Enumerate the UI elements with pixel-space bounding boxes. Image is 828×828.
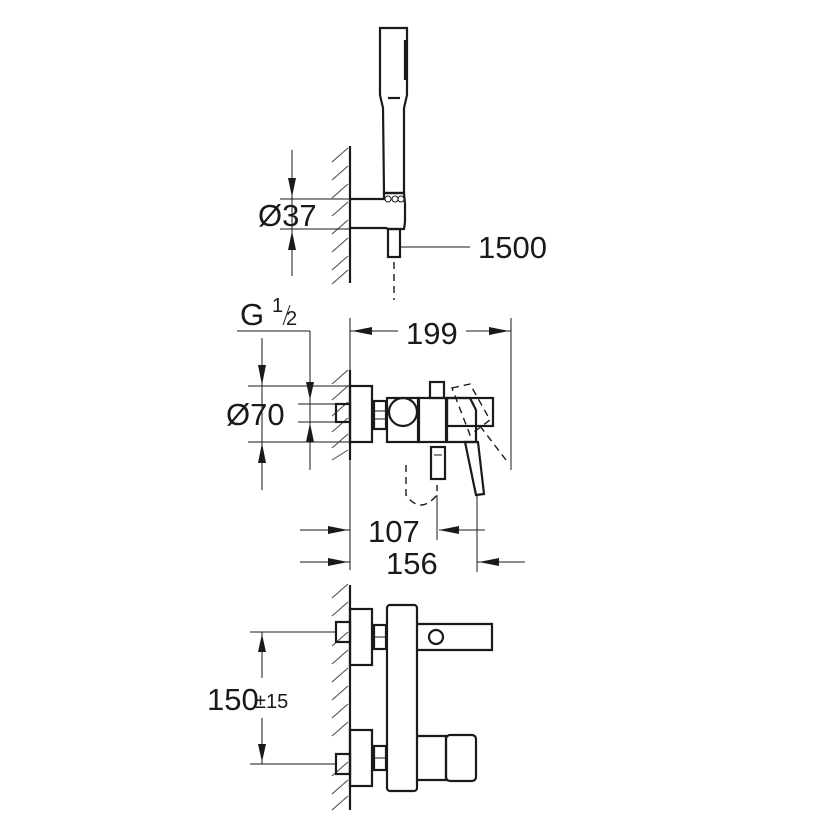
hand-shower-body (378, 26, 409, 195)
wall-hatch (331, 147, 349, 285)
center-distance-label: 150 (207, 682, 259, 717)
lever-projection-label: 156 (386, 546, 438, 581)
hose-length-label: 1500 (478, 230, 547, 265)
mixer-body-front (385, 603, 419, 793)
mixer-body (416, 396, 448, 444)
thread-label: G (240, 297, 264, 332)
svg-text:1: 1 (272, 295, 283, 317)
spout (429, 445, 447, 481)
spout-projection-label: 107 (368, 514, 420, 549)
holder-diameter-label: Ø37 (258, 198, 317, 233)
svg-text:±15: ±15 (255, 691, 288, 713)
rosette (348, 384, 374, 444)
mixer-side-view: G 1 2 Ø70 (226, 295, 525, 581)
knob (444, 733, 478, 783)
shower-hose (386, 227, 402, 259)
shower-holder (350, 191, 407, 231)
mixer-front-view: 150 ±15 (207, 583, 494, 811)
svg-text:2: 2 (286, 308, 297, 330)
hand-shower-view: 1500 Ø37 (258, 26, 547, 300)
mixer-lever (463, 440, 486, 497)
total-projection-label: 199 (406, 316, 458, 351)
rosette-diameter-label: Ø70 (226, 397, 285, 432)
